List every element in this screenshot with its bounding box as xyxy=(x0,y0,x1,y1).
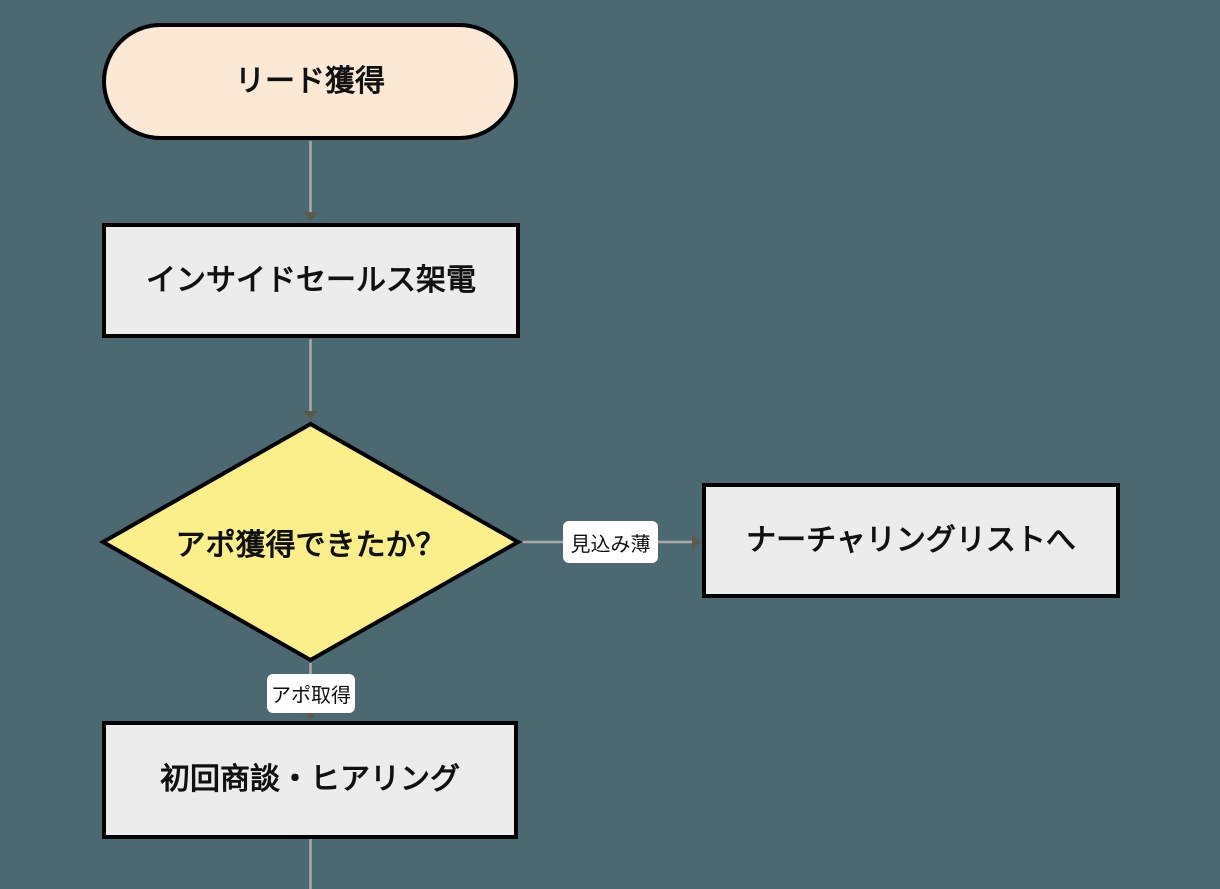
node-lead-acquisition-label: リード獲得 xyxy=(235,64,385,98)
arrowhead-decision-to-meeting xyxy=(303,711,318,720)
node-nurturing-list-label: ナーチャリングリストへ xyxy=(746,523,1076,557)
diamond-polygon xyxy=(98,421,523,663)
edge-label-low-prospect: 見込み薄 xyxy=(563,521,658,563)
diamond-shape xyxy=(98,421,523,663)
arrowhead-lead-to-call xyxy=(303,212,318,221)
node-inside-sales-call-label: インサイドセールス架電 xyxy=(146,263,476,297)
node-inside-sales-call[interactable]: インサイドセールス架電 xyxy=(102,223,520,338)
node-first-meeting-label: 初回商談・ヒアリング xyxy=(160,763,460,796)
arrowhead-call-to-decision xyxy=(303,411,318,420)
node-first-meeting[interactable]: 初回商談・ヒアリング xyxy=(102,721,518,839)
node-lead-acquisition[interactable]: リード獲得 xyxy=(102,23,518,140)
node-appointment-decision-label: アポ獲得できたか？ xyxy=(175,529,446,562)
node-nurturing-list[interactable]: ナーチャリングリストへ xyxy=(702,483,1120,598)
edge-label-appointment-acquired: アポ取得 xyxy=(267,674,355,713)
node-appointment-decision[interactable]: アポ獲得できたか？ xyxy=(98,421,523,663)
arrowhead-decision-to-nurturing xyxy=(692,535,701,549)
